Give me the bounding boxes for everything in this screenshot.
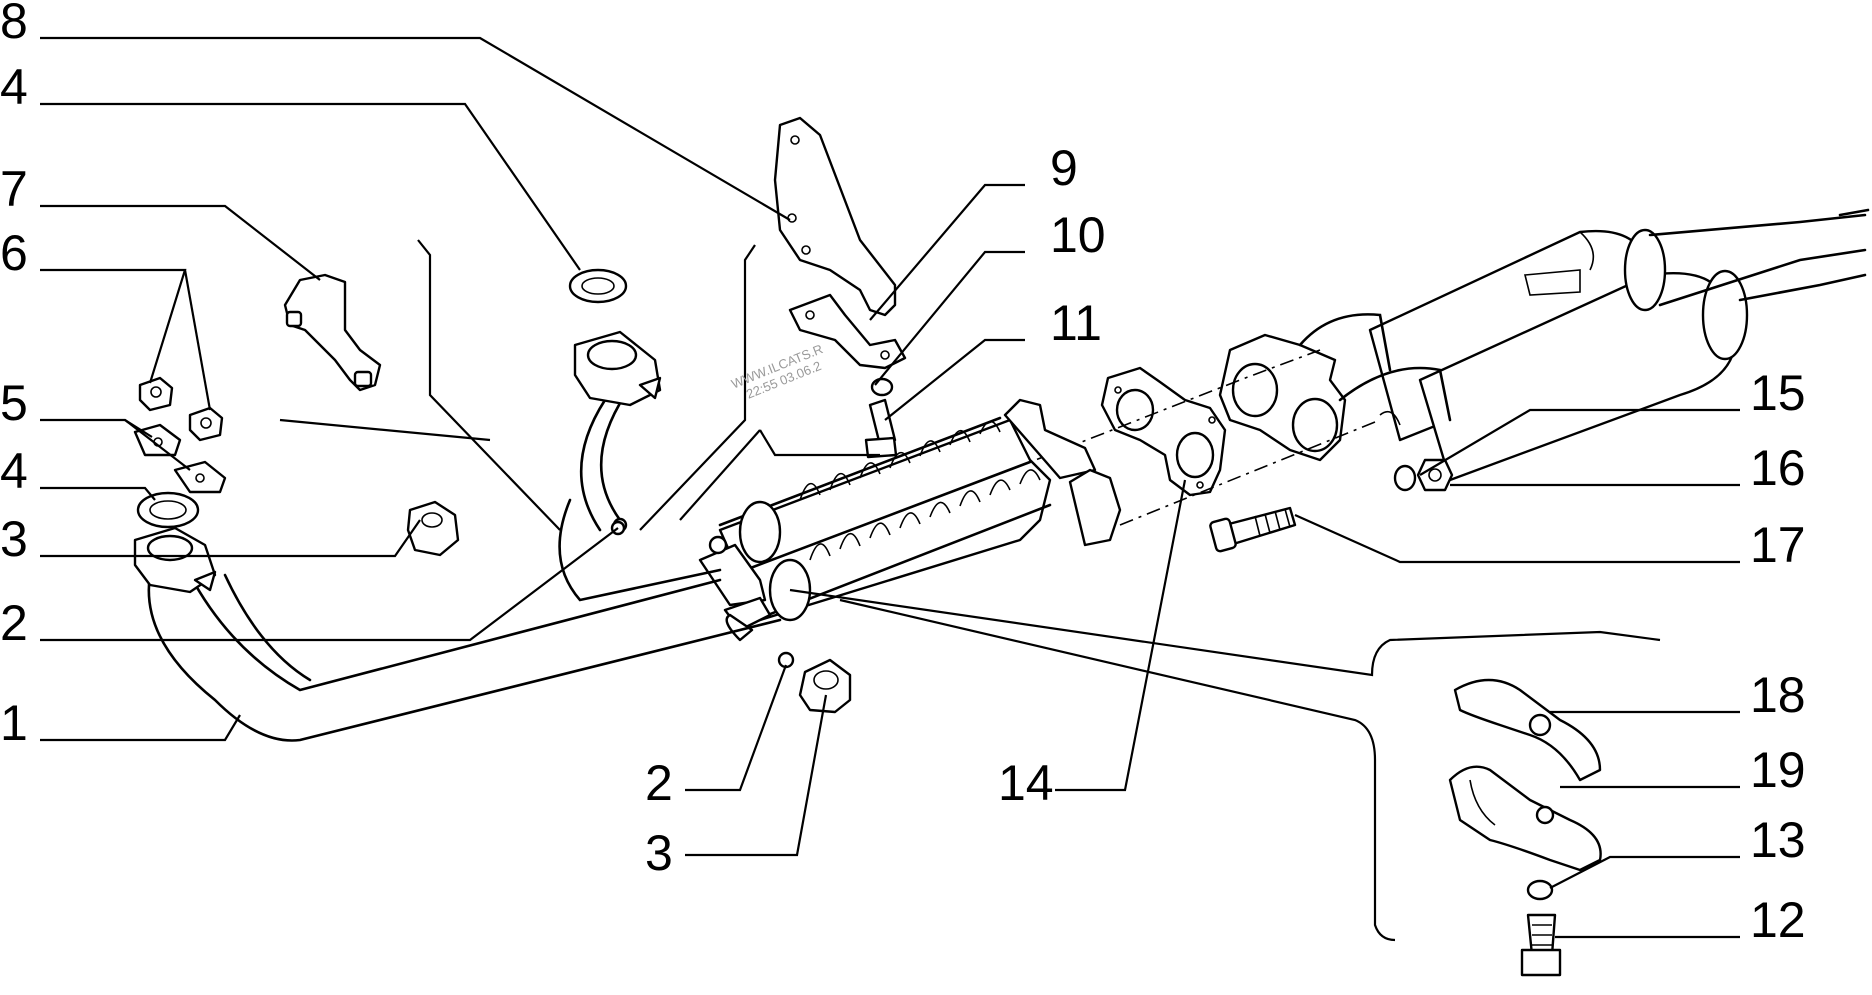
callout-numbers: 8 4 7 6 5 4 3 2 1 9 10 11 15 16 17 18 19…	[0, 0, 1806, 948]
callout-label: 12	[1750, 892, 1806, 948]
lower-nut-stud	[777, 651, 852, 714]
callout-label: 13	[1750, 812, 1806, 868]
callout-label: 4	[0, 59, 28, 115]
callout-label: 4	[0, 443, 28, 499]
callout-label: 16	[1750, 440, 1806, 496]
bracket	[773, 116, 897, 317]
callout-label: 6	[0, 225, 28, 281]
leader-lines	[40, 36, 1740, 939]
lower-clamp	[1448, 678, 1602, 977]
callout-label: 19	[1750, 742, 1806, 798]
gasket	[1100, 366, 1227, 497]
callout-label: 3	[645, 825, 673, 881]
callout-label: 2	[0, 595, 28, 651]
callout-label: 15	[1750, 365, 1806, 421]
group-brackets	[279, 239, 1661, 942]
left-small-parts	[133, 268, 628, 557]
callout-label: 17	[1750, 517, 1806, 573]
callout-label: 2	[645, 755, 673, 811]
rear-flange	[1218, 313, 1452, 462]
callout-label: 7	[0, 161, 28, 217]
callout-label: 8	[0, 0, 28, 49]
callout-label: 3	[0, 511, 28, 567]
callout-label: 1	[0, 695, 28, 751]
nut-washer	[1393, 458, 1454, 492]
rear-mufflers	[1368, 208, 1870, 482]
bolt	[1209, 506, 1297, 553]
callout-label: 18	[1750, 667, 1806, 723]
callout-label: 14	[998, 755, 1054, 811]
callout-label: 11	[1050, 295, 1102, 351]
flexible-pipes	[698, 398, 1122, 642]
front-downpipes	[133, 330, 782, 742]
callout-label: 5	[0, 375, 28, 431]
callout-label: 9	[1050, 140, 1078, 196]
callout-label: 10	[1050, 207, 1106, 263]
